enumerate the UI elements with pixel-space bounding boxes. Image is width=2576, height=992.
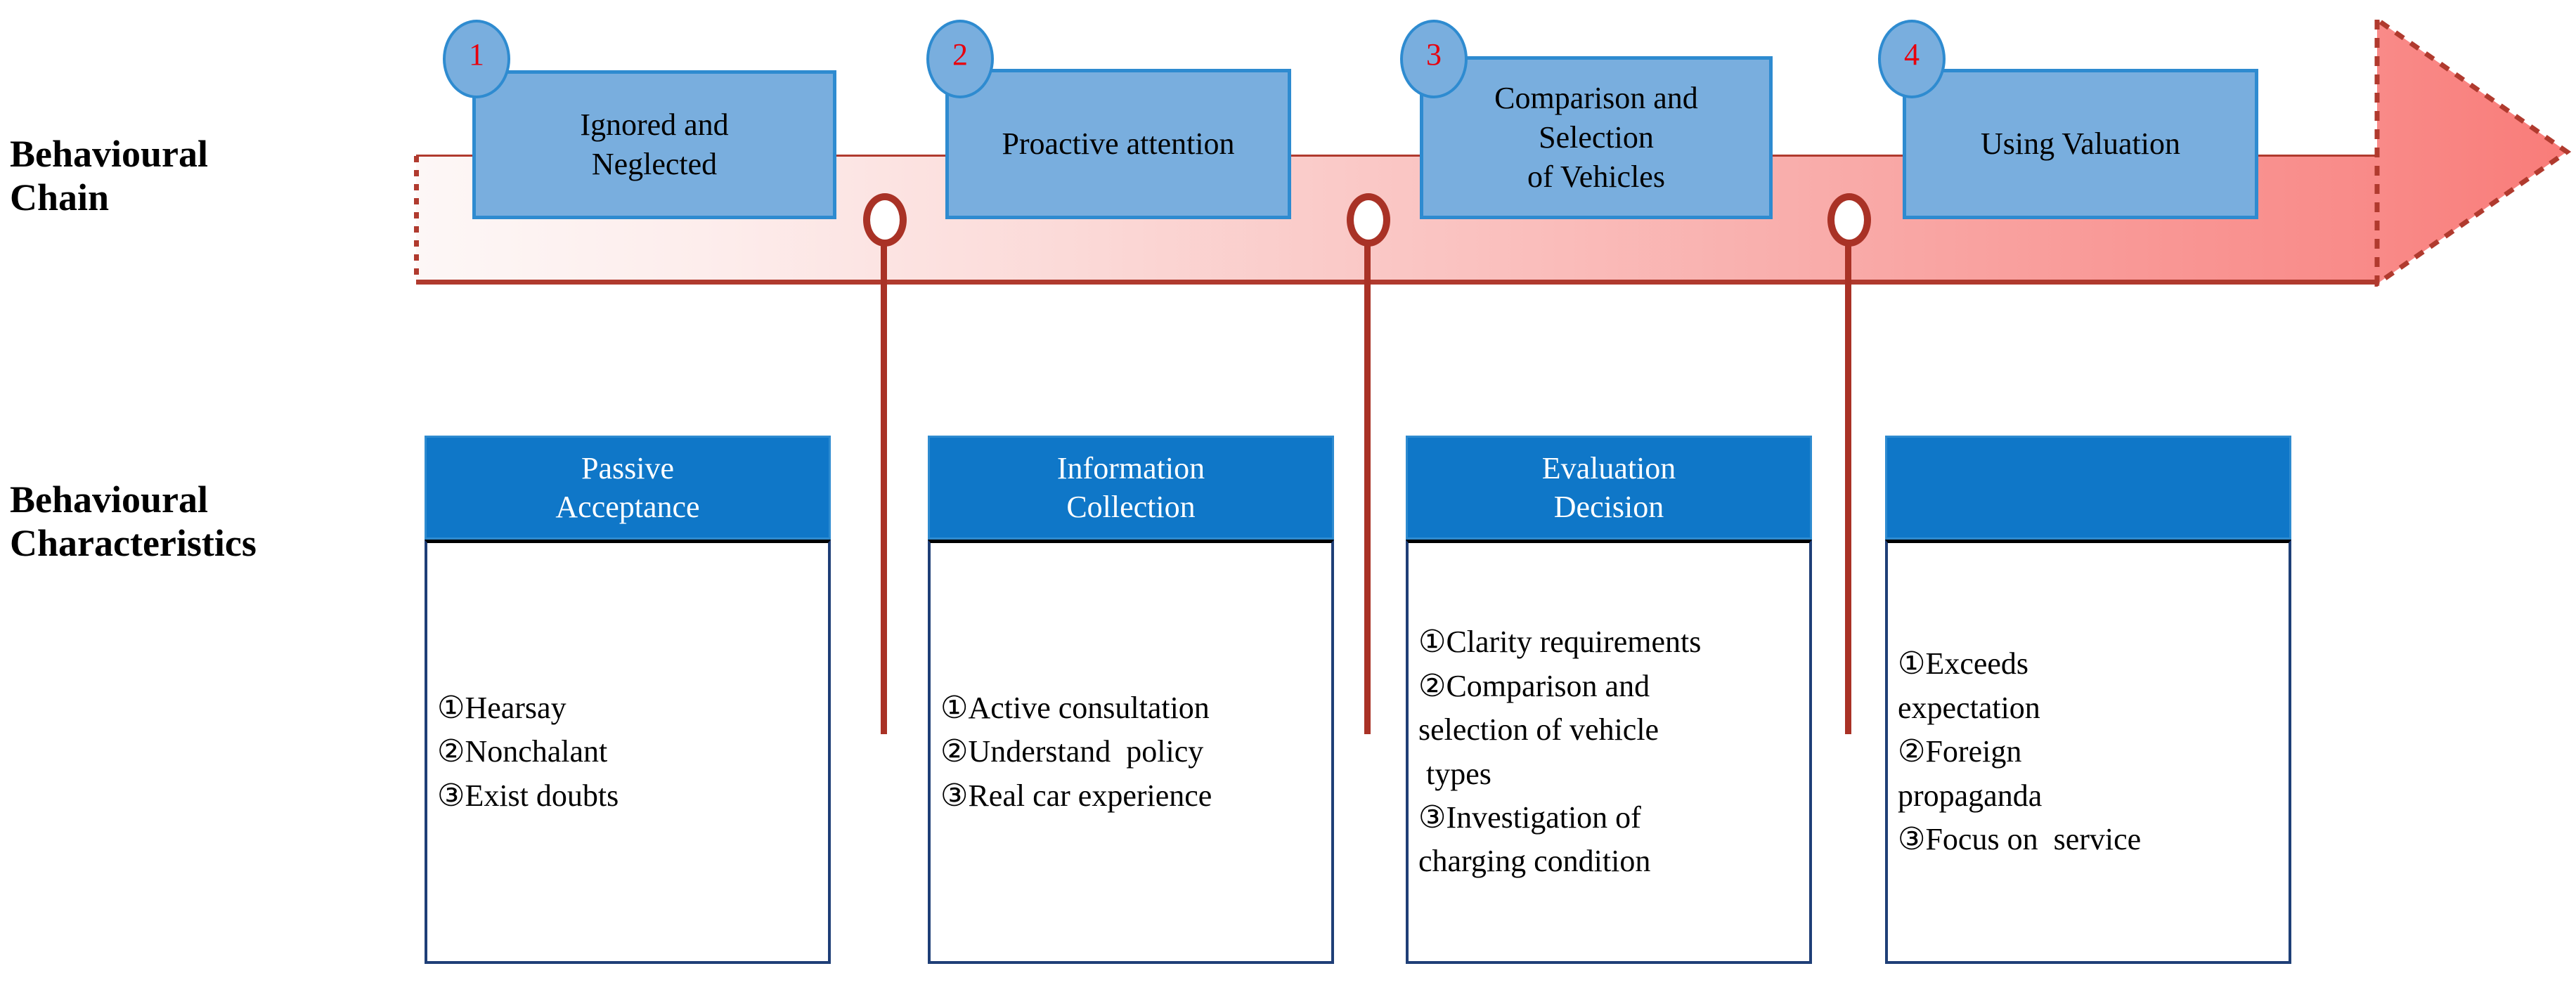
characteristic-card-1-body: ①Hearsay ②Nonchalant ③Exist doubts xyxy=(425,540,831,964)
list-item: ③Investigation of charging condition xyxy=(1418,800,1651,879)
characteristic-card-3-body: ①Clarity requirements ②Comparison and se… xyxy=(1406,540,1812,964)
list-item: ②Understand policy xyxy=(940,734,1204,769)
list-item: ②Foreign propaganda xyxy=(1898,734,2043,813)
connector-ring-2 xyxy=(1347,193,1390,247)
characteristic-card-3[interactable]: Evaluation Decision ①Clarity requirement… xyxy=(1406,436,1812,964)
stage-box-4-label: Using Valuation xyxy=(1981,126,2180,161)
connector-stem-1 xyxy=(881,232,887,734)
characteristic-card-3-header: Evaluation Decision xyxy=(1406,436,1812,540)
characteristic-card-4-body: ①Exceeds expectation ②Foreign propaganda… xyxy=(1885,540,2291,964)
stage-box-4[interactable]: Using Valuation xyxy=(1903,69,2258,219)
list-item: ①Hearsay xyxy=(437,690,567,725)
stage-number-badge-2: 2 xyxy=(926,20,994,98)
connector-ring-1 xyxy=(863,193,907,247)
connector-stem-2 xyxy=(1364,232,1371,734)
characteristic-card-1-header: Passive Acceptance xyxy=(425,436,831,540)
characteristic-card-4-header xyxy=(1885,436,2291,540)
list-item: ①Exceeds expectation xyxy=(1898,646,2040,725)
characteristic-card-2[interactable]: Information Collection ①Active consultat… xyxy=(928,436,1334,964)
stage-number-badge-3: 3 xyxy=(1400,20,1468,98)
process-arrow-left-dashed-edge xyxy=(414,156,419,282)
row-label-behavioural-chain: Behavioural Chain xyxy=(10,133,209,219)
connector-ring-3 xyxy=(1827,193,1871,247)
characteristic-card-2-body: ①Active consultation ②Understand policy … xyxy=(928,540,1334,964)
characteristic-card-1[interactable]: Passive Acceptance ①Hearsay ②Nonchalant … xyxy=(425,436,831,964)
list-item: ①Active consultation xyxy=(940,690,1210,725)
process-arrow-baseline xyxy=(416,280,2377,285)
stage-box-2[interactable]: Proactive attention xyxy=(945,69,1291,219)
process-arrow-head xyxy=(2369,20,2576,287)
stage-number-badge-1: 1 xyxy=(443,20,510,98)
characteristic-card-4[interactable]: ①Exceeds expectation ②Foreign propaganda… xyxy=(1885,436,2291,964)
stage-box-3[interactable]: Comparison and Selection of Vehicles xyxy=(1420,56,1773,219)
connector-stem-3 xyxy=(1845,232,1851,734)
list-item: ③Exist doubts xyxy=(437,778,619,813)
list-item: ②Nonchalant xyxy=(437,734,608,769)
stage-box-1[interactable]: Ignored and Neglected xyxy=(472,70,836,219)
stage-box-2-label: Proactive attention xyxy=(1002,126,1235,161)
list-item: ③Real car experience xyxy=(940,778,1212,813)
row-label-behavioural-characteristics: Behavioural Characteristics xyxy=(10,478,257,565)
stage-box-3-label: Comparison and Selection of Vehicles xyxy=(1494,80,1698,195)
list-item: ③Focus on service xyxy=(1898,822,2142,857)
stage-number-badge-4: 4 xyxy=(1878,20,1946,98)
characteristic-card-2-header: Information Collection xyxy=(928,436,1334,540)
stage-box-1-label: Ignored and Neglected xyxy=(580,107,729,181)
list-item: ①Clarity requirements xyxy=(1418,625,1702,660)
list-item: ②Comparison and selection of vehicle typ… xyxy=(1418,668,1659,791)
